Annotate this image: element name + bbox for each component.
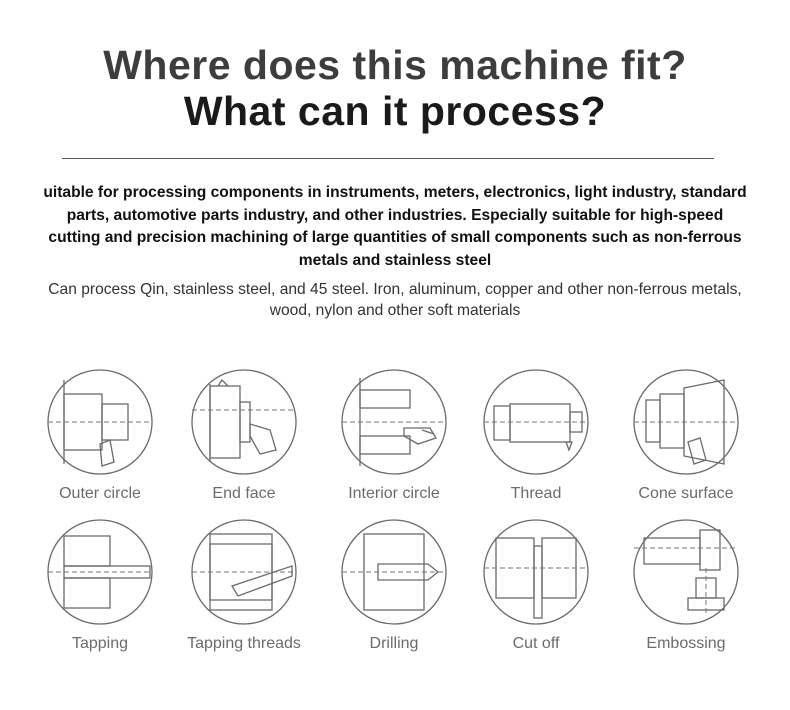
- process-label: Embossing: [646, 635, 726, 652]
- title-divider: [62, 158, 714, 159]
- process-label: Interior circle: [348, 485, 440, 502]
- end-face-icon: [191, 369, 297, 475]
- process-label: Outer circle: [59, 485, 141, 502]
- embossing-icon: [633, 519, 739, 625]
- application-description: uitable for processing components in ins…: [43, 184, 747, 269]
- tapping-icon: [47, 519, 153, 625]
- interior-circle-icon: [341, 369, 447, 475]
- tapping-threads-icon: [191, 519, 297, 625]
- drilling-icon: [341, 519, 447, 625]
- process-label: Tapping: [71, 635, 129, 652]
- process-label: Thread: [510, 485, 562, 502]
- process-label: Drilling: [369, 635, 419, 652]
- page-title-line-2: What can it process?: [183, 88, 607, 134]
- page-title-line-1: Where does this machine fit?: [103, 42, 687, 88]
- cone-surface-icon: [633, 369, 739, 475]
- process-label: Cone surface: [638, 485, 734, 502]
- process-label: Cut off: [512, 635, 560, 652]
- outer-circle-icon: [47, 369, 153, 475]
- cut-off-icon: [483, 519, 589, 625]
- materials-description: Can process Qin, stainless steel, and 45…: [48, 281, 742, 319]
- thread-icon: [483, 369, 589, 475]
- process-label: End face: [212, 485, 276, 502]
- process-label: Tapping threads: [187, 635, 301, 652]
